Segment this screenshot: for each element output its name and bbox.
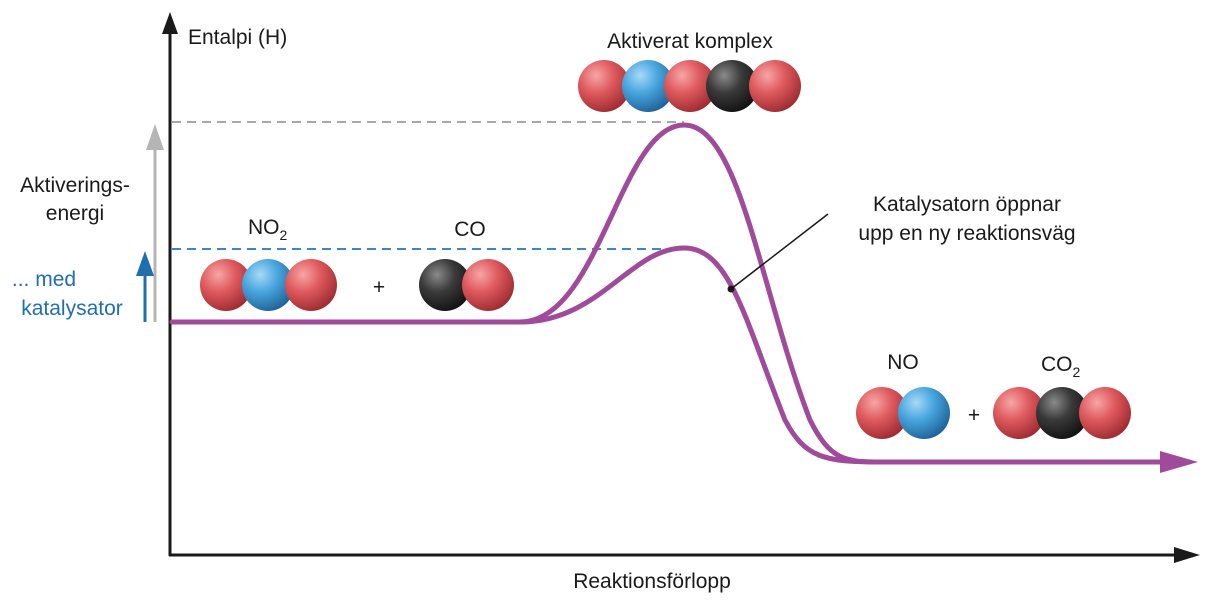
no2-molecule <box>200 259 337 311</box>
x-axis-arrowhead <box>1174 547 1200 563</box>
reactant-plus-sign: + <box>373 276 385 299</box>
atom-oxygen <box>749 60 801 112</box>
y-axis-label: Entalpi (H) <box>188 26 287 49</box>
co2-subscript: 2 <box>1073 364 1081 380</box>
activated-complex-label: Aktiverat komplex <box>607 30 773 53</box>
atom-nitrogen <box>898 387 950 439</box>
atom-carbon <box>706 60 758 112</box>
no2-label: NO2 <box>248 216 288 243</box>
atom-carbon <box>1036 387 1088 439</box>
atom-oxygen <box>1079 387 1131 439</box>
activation-energy-arrow <box>146 124 164 322</box>
no-label: NO <box>887 351 919 374</box>
atom-oxygen <box>993 387 1045 439</box>
atom-nitrogen <box>622 60 674 112</box>
y-axis-arrowhead <box>162 12 178 34</box>
atom-oxygen <box>664 60 716 112</box>
catalyzed-reaction-curve <box>517 245 883 465</box>
no-molecule <box>856 387 950 439</box>
with-catalyst-label-line2: katalysator <box>21 297 123 320</box>
co2-molecule <box>993 387 1131 439</box>
activated-complex-molecule <box>578 60 801 112</box>
atom-oxygen <box>578 60 630 112</box>
no2-subscript: 2 <box>280 227 288 243</box>
with-catalyst-label-line1: ... med <box>12 268 76 291</box>
atom-oxygen <box>462 259 514 311</box>
co-label: CO <box>454 218 486 241</box>
catalyst-arrow <box>136 251 154 322</box>
atom-nitrogen <box>242 259 294 311</box>
atom-oxygen <box>856 387 908 439</box>
co2-formula: CO <box>1041 353 1073 376</box>
catalyst-note-line2: upp en ny reaktionsväg <box>858 222 1075 245</box>
activation-energy-label-line2: energi <box>46 202 104 225</box>
x-axis-label: Reaktionsförlopp <box>573 570 731 593</box>
catalyst-note-line1: Katalysatorn öppnar <box>873 193 1061 216</box>
no2-formula: NO <box>248 216 280 239</box>
co-molecule <box>419 259 514 311</box>
atom-carbon <box>419 259 471 311</box>
reaction-direction-arrow <box>878 451 1198 473</box>
co2-label: CO2 <box>1041 353 1081 380</box>
y-axis <box>162 12 178 556</box>
activation-energy-label-line1: Aktiverings- <box>20 174 130 197</box>
x-axis <box>169 547 1200 563</box>
product-plus-sign: + <box>968 404 980 427</box>
atom-oxygen <box>285 259 337 311</box>
uncatalyzed-reaction-curve <box>169 122 883 465</box>
catalyst-pointer <box>727 213 829 293</box>
atom-oxygen <box>200 259 252 311</box>
